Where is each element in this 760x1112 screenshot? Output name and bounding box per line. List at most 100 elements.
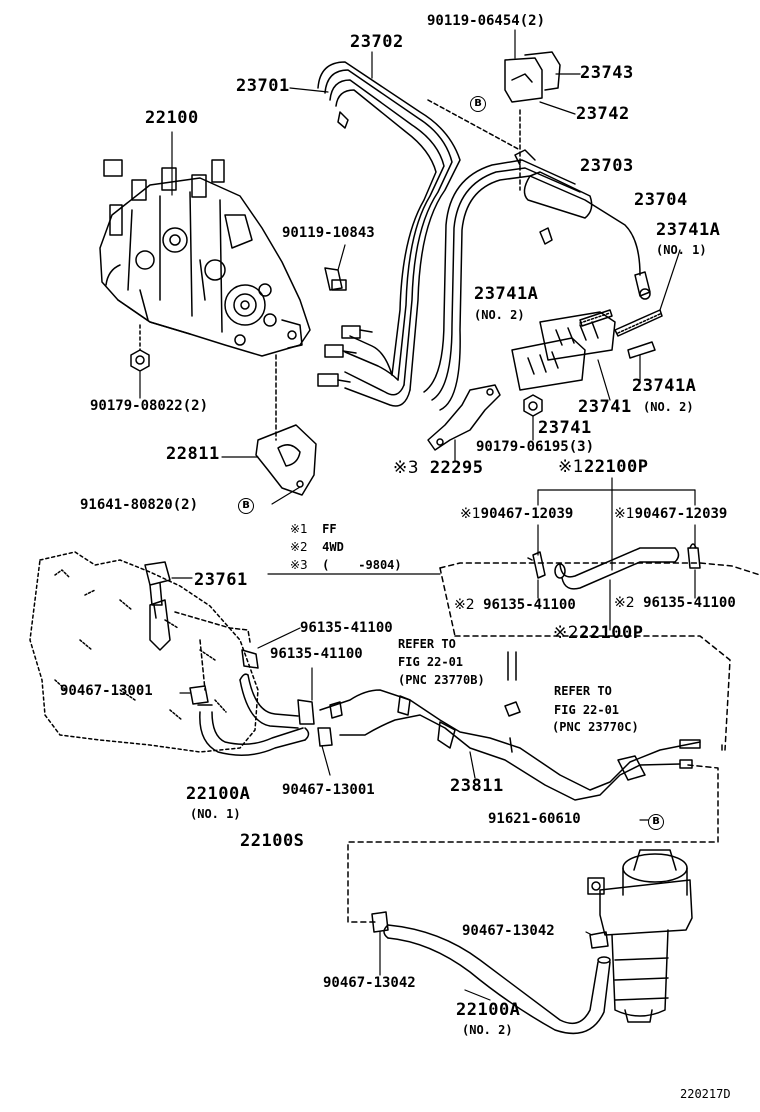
bracket-22811 <box>221 354 317 505</box>
mark-1-12039-r: ※1 <box>614 506 635 522</box>
badge-b-1: B <box>470 96 486 112</box>
refer-1-line-2: FIG 22-01 <box>398 655 464 669</box>
nut-90179-08022 <box>130 324 150 399</box>
label-23741A-no2-right-sub: (NO. 2) <box>643 400 694 414</box>
label-22100P-bottom: ※222100P <box>553 625 643 642</box>
injection-pump-22100 <box>99 159 311 357</box>
refer-2-line-1: REFER TO <box>554 684 612 698</box>
collar-23741A-1 <box>614 309 663 337</box>
mark-2-41100-r1: ※2 <box>454 597 475 613</box>
label-23742: 23742 <box>576 104 630 124</box>
label-23701: 23701 <box>236 76 290 96</box>
label-90467-12039-right-text: 90467-12039 <box>634 506 728 522</box>
label-96135-41100-right2: ※2 96135-41100 <box>614 596 736 610</box>
note-3: ※3 ( -9804) <box>290 559 402 571</box>
injection-pipes <box>317 61 651 411</box>
label-90467-12039-left: ※190467-12039 <box>460 507 573 521</box>
note-2-text: 4WD <box>322 540 344 554</box>
label-23741A-no2-left-sub: (NO. 2) <box>474 308 525 322</box>
label-91641-80820: 91641-80820(2) <box>80 497 199 513</box>
clamp-90467-13001-left <box>179 685 209 705</box>
refer-1-line-1: REFER TO <box>398 637 456 651</box>
label-90179-06195: 90179-06195(3) <box>476 439 595 455</box>
label-23741A-no2-left: 23741A <box>474 284 539 304</box>
label-23741A-no1-sub: (NO. 1) <box>656 243 707 257</box>
label-23741-a: 23741 <box>578 397 632 417</box>
mark-3-22295: ※3 <box>393 458 420 478</box>
label-22100P-bottom-text: 22100P <box>579 623 644 643</box>
refer-2-line-3: (PNC 23770C) <box>552 720 639 734</box>
label-22100A-no2-sub: (NO. 2) <box>462 1023 513 1037</box>
label-22100A-no2: 22100A <box>456 1000 521 1020</box>
note-mark-3: ※3 <box>290 558 308 572</box>
label-96135-41100-right1-text: 96135-41100 <box>483 597 576 613</box>
clamp-23743-23742 <box>504 29 581 115</box>
refer-1-line-3: (PNC 23770B) <box>398 673 485 687</box>
label-90467-12039-right: ※190467-12039 <box>614 507 727 521</box>
badge-b-2: B <box>238 498 254 514</box>
label-90467-12039-left-text: 90467-12039 <box>480 506 574 522</box>
pipe-stub-23770C <box>504 701 521 717</box>
label-90119-06454: 90119-06454(2) <box>427 13 546 29</box>
clamp-90467-13042-right <box>585 931 609 949</box>
label-23741A-no2-right: 23741A <box>632 376 697 396</box>
mark-1-22100P: ※1 <box>558 457 585 477</box>
label-90467-13001-left: 90467-13001 <box>60 683 153 699</box>
label-22100S: 22100S <box>240 831 305 851</box>
label-96135-41100-b: 96135-41100 <box>270 646 363 662</box>
figure-id: 220217D <box>680 1087 731 1101</box>
fuel-pipe-23811 <box>319 689 701 801</box>
label-23702: 23702 <box>350 32 404 52</box>
label-22295-text: 22295 <box>429 458 484 478</box>
label-22100: 22100 <box>145 108 199 128</box>
label-23704: 23704 <box>634 190 688 210</box>
label-96135-41100-right1: ※2 96135-41100 <box>454 598 576 612</box>
refer-2-line-2: FIG 22-01 <box>554 703 620 717</box>
pipe-clamp-23741 <box>511 311 616 401</box>
label-23761: 23761 <box>194 570 248 590</box>
label-23811: 23811 <box>450 776 504 796</box>
label-90179-08022: 90179-08022(2) <box>90 398 209 414</box>
label-22811: 22811 <box>166 444 220 464</box>
note-mark-2: ※2 <box>290 540 308 554</box>
label-23743: 23743 <box>580 63 634 83</box>
clamp-96135-41100-b <box>297 667 315 725</box>
fuel-filter <box>587 849 693 1023</box>
clamp-90467-13042-left <box>371 911 389 976</box>
label-90467-13042-left: 90467-13042 <box>323 975 416 991</box>
label-96135-41100-right2-text: 96135-41100 <box>643 595 736 611</box>
mark-2-22100P: ※2 <box>553 623 580 643</box>
collar-23741A-2 <box>579 309 613 327</box>
nut-90179-06195 <box>523 394 543 441</box>
label-90467-13001-bottom: 90467-13001 <box>282 782 375 798</box>
note-3-text: ( -9804) <box>322 558 402 572</box>
label-22100P-top-text: 22100P <box>584 457 649 477</box>
note-mark-1: ※1 <box>290 522 308 536</box>
label-22100A-no1-sub: (NO. 1) <box>190 807 241 821</box>
label-23703: 23703 <box>580 156 634 176</box>
label-23741-b: 23741 <box>538 418 592 438</box>
note-1: ※1 FF <box>290 523 337 535</box>
label-90119-10843: 90119-10843 <box>282 225 375 241</box>
pipe-fittings-left <box>317 325 373 387</box>
label-90467-13042-right: 90467-13042 <box>462 923 555 939</box>
sensor-23761 <box>144 561 193 619</box>
label-96135-41100-a: 96135-41100 <box>300 620 393 636</box>
label-91621-60610: 91621-60610 <box>488 811 581 827</box>
note-1-text: FF <box>322 522 337 536</box>
pipe-stub-23770B <box>507 651 517 681</box>
collar-23741A-3 <box>627 341 656 381</box>
mark-2-41100-r2: ※2 <box>614 595 635 611</box>
clip-96135-41100-right <box>687 543 701 599</box>
hose-22100P <box>554 547 680 590</box>
label-22100A-no1: 22100A <box>186 784 251 804</box>
bolt-90119-10843 <box>324 244 347 291</box>
stay-22295 <box>427 384 501 463</box>
label-22295: ※3 22295 <box>393 460 484 477</box>
engine-block <box>29 551 259 753</box>
clip-96135-41100-left <box>527 551 546 599</box>
clamp-90467-13001-bottom <box>317 727 333 776</box>
label-22100P-top: ※122100P <box>558 459 648 476</box>
